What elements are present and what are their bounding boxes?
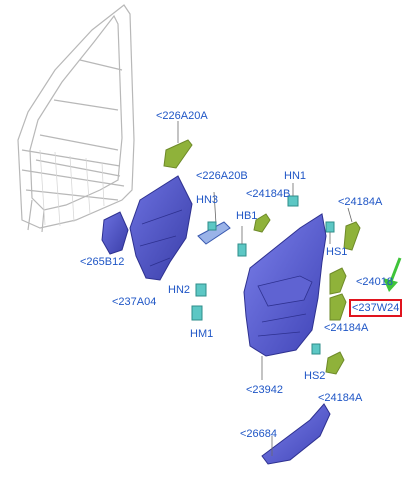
door-frame	[17, 4, 135, 233]
bracket-226A20A	[163, 139, 193, 169]
callout-HN2[interactable]: HN2	[168, 284, 191, 296]
fastener-HB1	[237, 226, 247, 257]
callout-26684[interactable]: <26684	[240, 428, 278, 440]
panel-237A04	[129, 175, 193, 281]
callout-24184A-mid[interactable]: <24184A	[324, 322, 369, 334]
pointer-arrow	[383, 257, 402, 292]
door-frame-hatching	[39, 149, 105, 227]
callout-24184B[interactable]: <24184B	[246, 188, 291, 200]
callout-265B12[interactable]: <265B12	[80, 256, 125, 268]
callout-24184A-bot[interactable]: <24184A	[318, 392, 363, 404]
callout-237W24-highlighted[interactable]: <237W24	[348, 299, 403, 317]
callout-HN3[interactable]: HN3	[196, 194, 219, 206]
bracket-237W24	[329, 293, 347, 321]
bracket-24018	[329, 267, 347, 295]
callout-23942[interactable]: <23942	[246, 384, 284, 396]
bracket-24184B	[253, 213, 271, 233]
fastener-HS1	[325, 221, 335, 244]
callout-24184A-top[interactable]: <24184A	[338, 196, 383, 208]
callout-HB1[interactable]: HB1	[236, 210, 258, 222]
callout-HM1[interactable]: HM1	[190, 328, 214, 340]
callout-HN1[interactable]: HN1	[284, 170, 307, 182]
callout-226A20A[interactable]: <226A20A	[156, 110, 208, 122]
bracket-24184A-bot	[325, 351, 345, 375]
callout-226A20B[interactable]: <226A20B	[196, 170, 248, 182]
fastener-HM1	[191, 305, 203, 321]
callout-237A04[interactable]: <237A04	[112, 296, 157, 308]
fastener-HN3	[207, 221, 217, 231]
fastener-HN2	[195, 283, 207, 297]
panel-26684	[261, 403, 331, 465]
fastener-HS2	[311, 343, 321, 355]
fastener-HN1	[287, 183, 299, 207]
callout-HS2[interactable]: HS2	[304, 370, 326, 382]
callout-24018[interactable]: <24018	[356, 276, 394, 288]
panel-265B12	[101, 211, 129, 255]
bracket-24184A-top	[343, 221, 361, 251]
callout-HS1[interactable]: HS1	[326, 246, 348, 258]
